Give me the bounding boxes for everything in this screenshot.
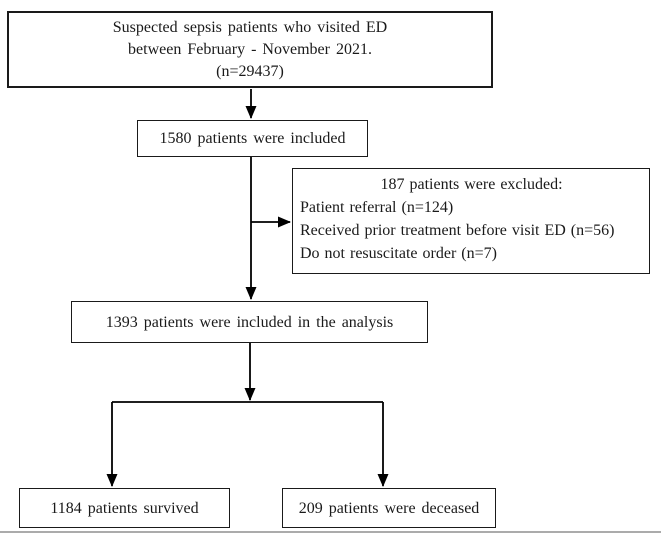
figure-bottom-border bbox=[0, 531, 661, 533]
flow-box-deceased: 209 patients were deceased bbox=[282, 488, 496, 528]
flow-box-initial-line1: Suspected sepsis patients who visited ED bbox=[112, 18, 388, 36]
flow-box-excluded-title: 187 patients were excluded: bbox=[380, 176, 563, 193]
flow-box-analysis-label: 1393 patients were included in the analy… bbox=[105, 313, 394, 331]
flow-box-analysis: 1393 patients were included in the analy… bbox=[71, 301, 428, 343]
flow-box-excluded: 187 patients were excluded: Patient refe… bbox=[292, 168, 650, 274]
flow-box-excluded-item2: Received prior treatment before visit ED… bbox=[300, 222, 615, 239]
flow-box-survived: 1184 patients survived bbox=[19, 488, 230, 528]
flow-box-initial-line3: (n=29437) bbox=[216, 62, 284, 80]
flow-box-deceased-label: 209 patients were deceased bbox=[298, 499, 480, 517]
flow-box-included: 1580 patients were included bbox=[137, 120, 368, 157]
flow-box-initial-line2: between February - November 2021. bbox=[128, 40, 372, 58]
flow-box-initial: Suspected sepsis patients who visited ED… bbox=[7, 11, 493, 88]
flow-box-included-label: 1580 patients were included bbox=[159, 130, 346, 147]
flow-box-excluded-item1: Patient referral (n=124) bbox=[300, 199, 454, 216]
flow-box-excluded-item3: Do not resuscitate order (n=7) bbox=[300, 245, 497, 262]
flow-box-survived-label: 1184 patients survived bbox=[50, 499, 199, 517]
